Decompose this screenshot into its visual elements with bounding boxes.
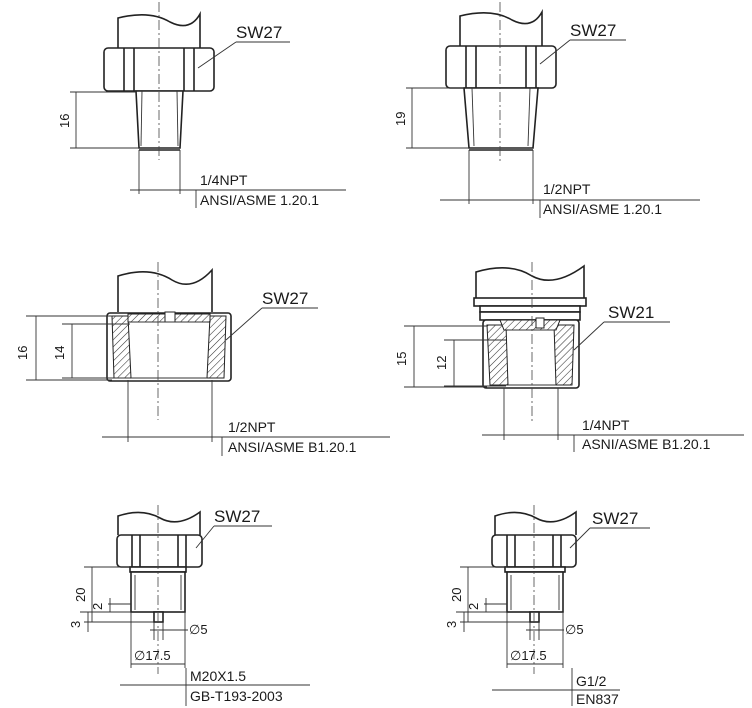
thread-standard-label: GB-T193-2003 xyxy=(190,688,283,704)
wall-section-left xyxy=(486,324,509,386)
housing-body xyxy=(475,264,585,298)
flange-ring xyxy=(473,297,587,307)
hex-nut xyxy=(116,534,203,568)
wrench-size-label: SW27 xyxy=(570,21,616,40)
fitting-g1-2-bsp xyxy=(456,505,650,706)
wall-section-right xyxy=(206,315,227,379)
wrench-size-label: SW21 xyxy=(608,303,654,322)
wall-section-right xyxy=(553,324,575,386)
fitting-npt-1-2-female xyxy=(26,262,390,456)
wall-section-left xyxy=(111,315,132,379)
dimension-label: 16 xyxy=(15,346,30,360)
thread-standard-label: ASNI/ASME B1.20.1 xyxy=(582,436,711,452)
thread-stub xyxy=(463,87,539,149)
housing-body xyxy=(117,510,201,535)
thread-type-label: 1/2NPT xyxy=(228,419,276,435)
dimension-label: 20 xyxy=(449,588,464,602)
wrench-size-label: SW27 xyxy=(236,23,282,42)
thread-stub xyxy=(135,90,184,149)
thread-standard-label: ANSI/ASME 1.20.1 xyxy=(200,192,319,208)
housing-body xyxy=(459,8,543,46)
dimension-label: 2 xyxy=(90,603,105,610)
diameter-label: ∅5 xyxy=(565,622,584,637)
dimension-label: 15 xyxy=(394,352,409,366)
wrench-size-label: SW27 xyxy=(214,507,260,526)
dimension-label: 12 xyxy=(434,356,449,370)
dimension-label: 20 xyxy=(73,588,88,602)
diameter-label: ∅17.5 xyxy=(134,648,171,663)
dimension-label: 14 xyxy=(52,346,67,360)
dimension-label: 19 xyxy=(393,112,408,126)
diameter-label: ∅17.5 xyxy=(510,648,547,663)
housing-body xyxy=(494,510,577,535)
thread-standard-label: EN837 xyxy=(576,691,619,707)
thread-type-label: M20X1.5 xyxy=(190,668,246,684)
dimension-label: 16 xyxy=(57,114,72,128)
fitting-m20-metric xyxy=(80,505,310,706)
pressure-port xyxy=(153,611,164,623)
wall-section-top xyxy=(499,319,561,331)
fitting-npt-1-4-female xyxy=(404,262,744,452)
fitting-npt-1-4-male xyxy=(70,2,346,208)
dimension-label: 3 xyxy=(68,621,83,628)
wrench-size-label: SW27 xyxy=(262,289,308,308)
thread-type-label: 1/4NPT xyxy=(582,417,630,433)
housing-body xyxy=(117,267,213,312)
dimension-label: 3 xyxy=(444,621,459,628)
housing-body xyxy=(117,10,201,48)
thread-type-label: 1/2NPT xyxy=(543,181,591,197)
pressure-port xyxy=(529,611,540,623)
thread-type-label: G1/2 xyxy=(576,673,607,689)
hex-nut xyxy=(445,45,557,89)
dimension-label: 2 xyxy=(466,603,481,610)
thread-type-label: 1/4NPT xyxy=(200,172,248,188)
thread-stub xyxy=(506,571,564,613)
thread-standard-label: ANSI/ASME 1.20.1 xyxy=(543,201,662,217)
fitting-npt-1-2-male xyxy=(406,2,700,218)
wrench-size-label: SW27 xyxy=(592,509,638,528)
thread-standard-label: ANSI/ASME B1.20.1 xyxy=(228,439,357,455)
diameter-label: ∅5 xyxy=(189,622,208,637)
